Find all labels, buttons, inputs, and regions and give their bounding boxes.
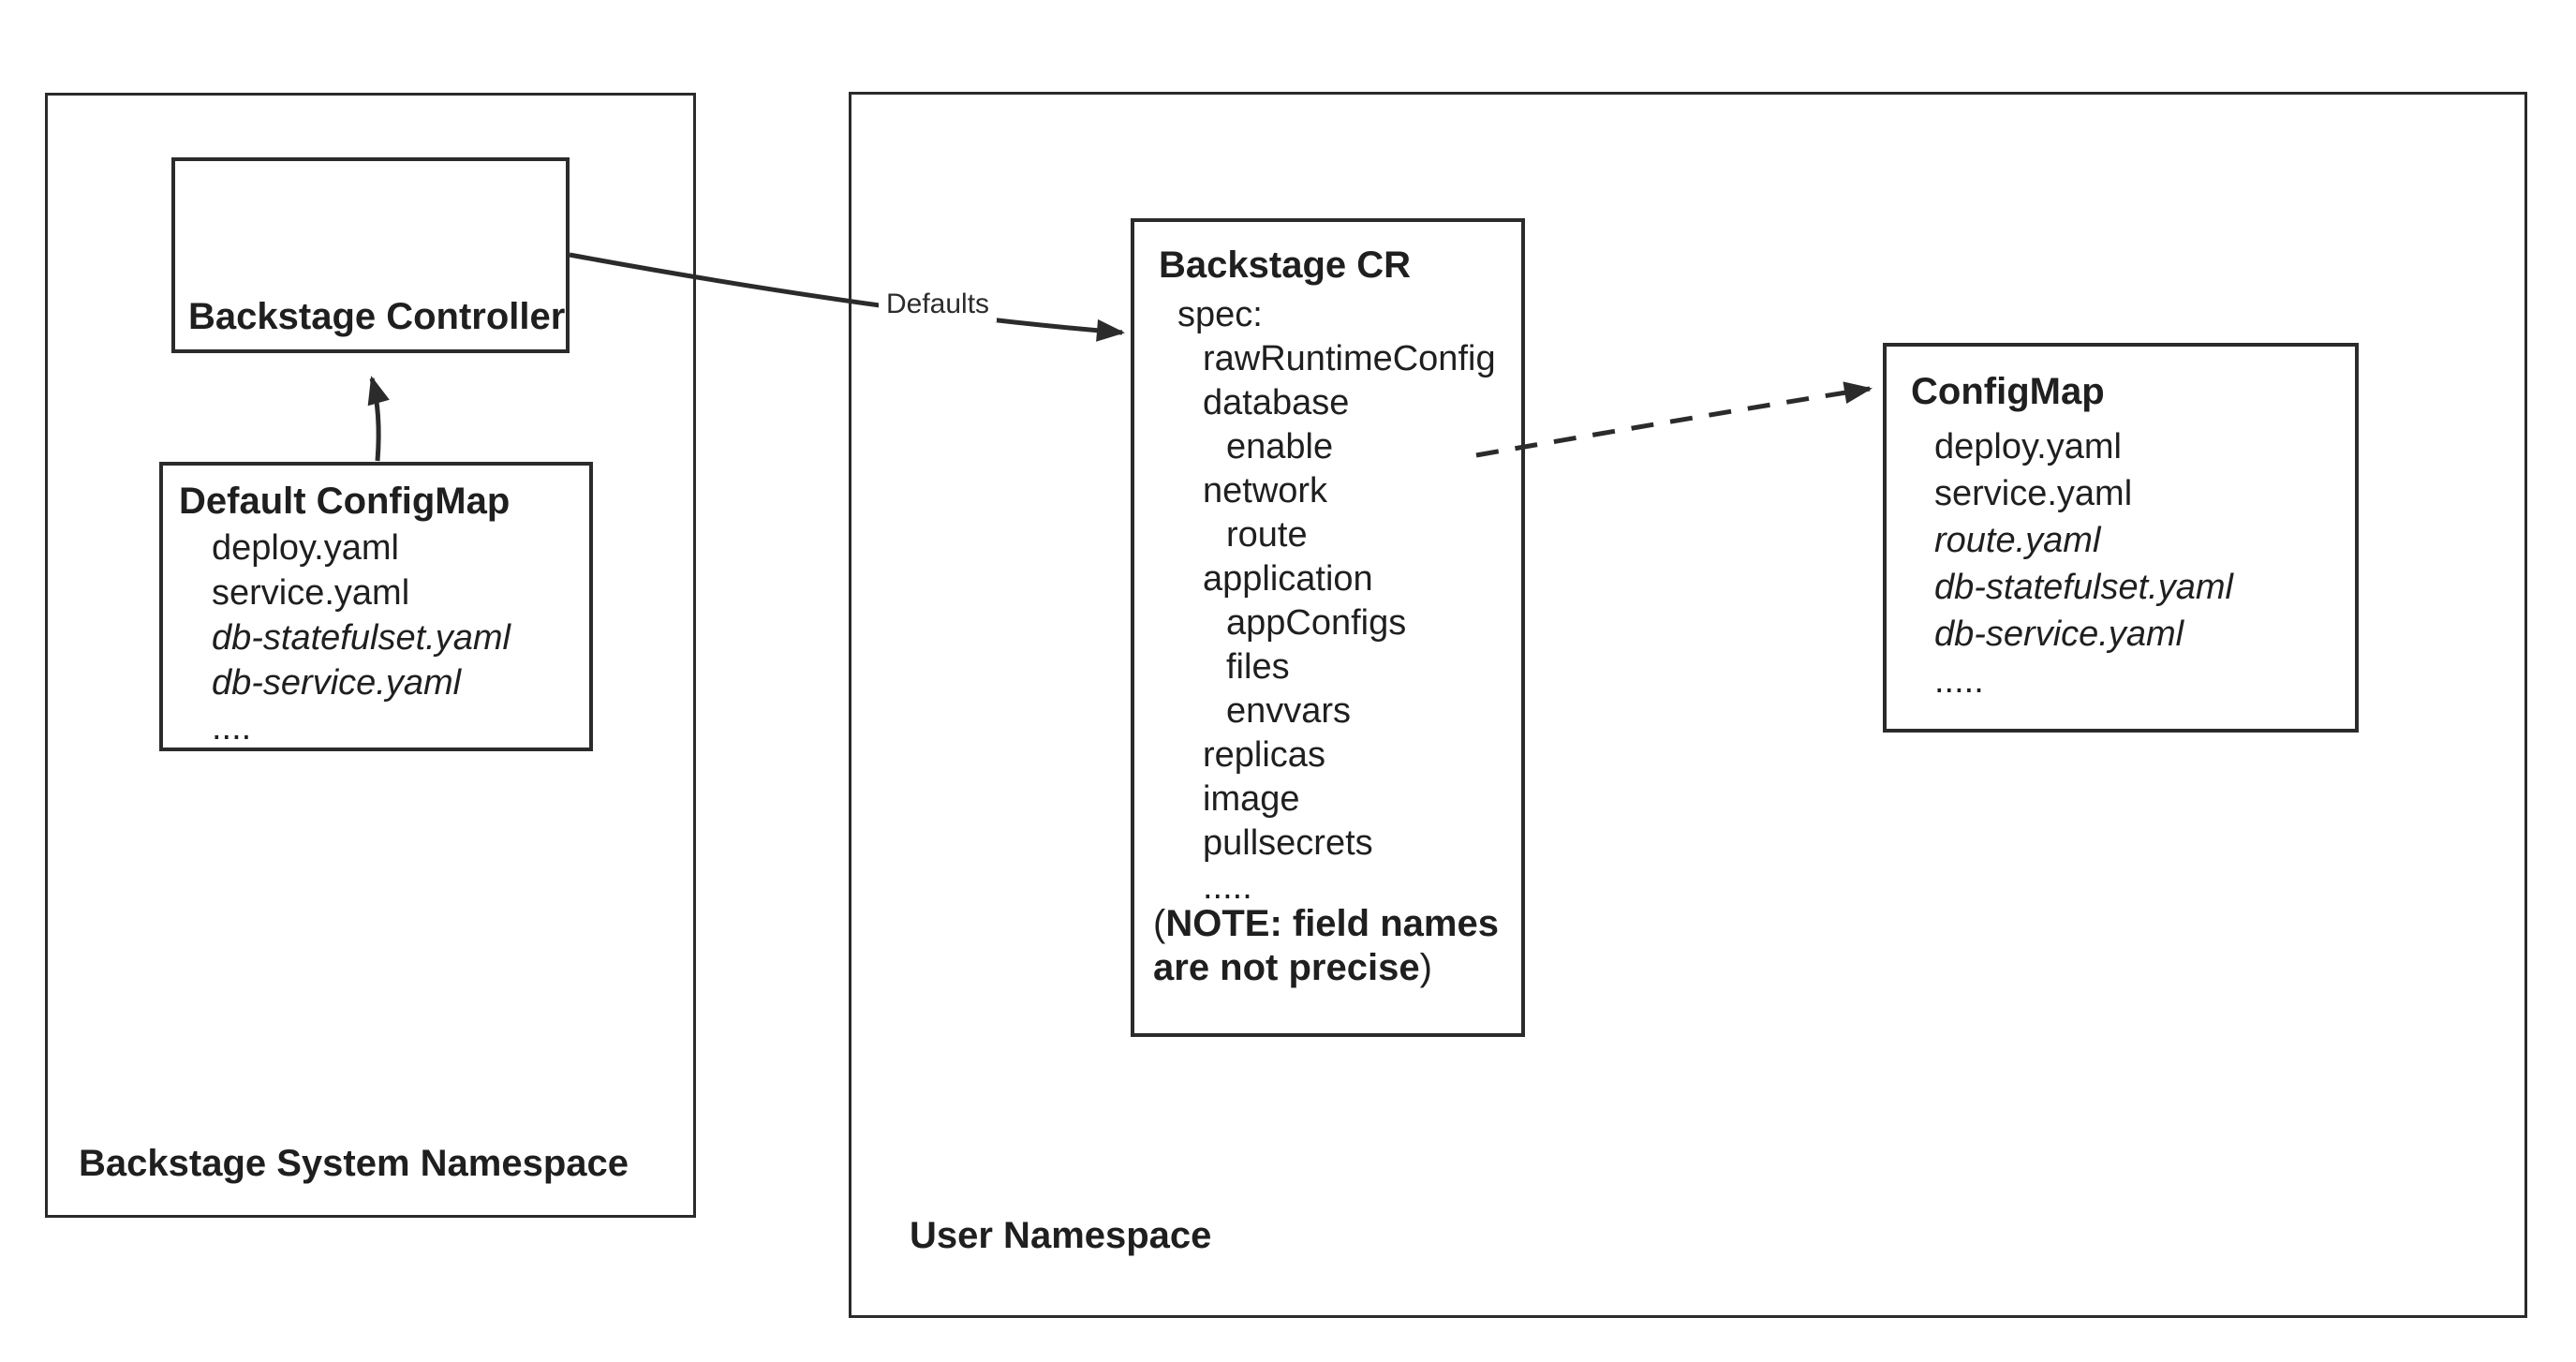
list-item: envvars — [1226, 691, 1352, 731]
user-namespace-label: User Namespace — [910, 1215, 1212, 1256]
list-item: service.yaml — [212, 573, 410, 613]
list-item: route — [1226, 515, 1308, 555]
backstage-controller-box: Backstage Controller — [171, 157, 570, 353]
list-item: database — [1203, 383, 1350, 422]
list-item: db-service.yaml — [212, 663, 462, 703]
list-item: deploy.yaml — [1934, 427, 2122, 466]
list-item: service.yaml — [1934, 474, 2133, 513]
backstage-cr-spec-list: spec: rawRuntimeConfig database enable netwo… — [1159, 293, 1496, 910]
list-item: application — [1203, 559, 1373, 599]
list-item: replicas — [1203, 735, 1325, 775]
list-item: ..... — [1203, 867, 1252, 907]
list-item: route.yaml — [1934, 521, 2101, 560]
list-item: deploy.yaml — [212, 528, 399, 568]
list-item: db-statefulset.yaml — [212, 618, 511, 658]
note-open-paren: ( — [1153, 903, 1166, 944]
note-close-paren: ) — [1419, 947, 1432, 988]
list-item: rawRuntimeConfig — [1203, 339, 1496, 378]
default-configmap-title: Default ConfigMap — [179, 481, 511, 522]
user-configmap-list: deploy.yaml service.yaml route.yaml db-stat… — [1934, 423, 2233, 704]
note-line-2: are not precise) — [1153, 946, 1499, 990]
note-line-1: (NOTE: field names — [1153, 902, 1499, 946]
defaults-arrow-label: Defaults — [879, 287, 998, 322]
list-item: spec: — [1177, 295, 1263, 334]
user-configmap-title: ConfigMap — [1911, 371, 2105, 412]
default-configmap-list: deploy.yaml service.yaml db-statefulset.ya… — [212, 526, 511, 750]
system-namespace-label: Backstage System Namespace — [79, 1143, 629, 1184]
default-configmap-box: Default ConfigMap deploy.yaml service.yam… — [159, 462, 593, 751]
user-configmap-box: ConfigMap deploy.yaml service.yaml route.y… — [1883, 343, 2359, 733]
list-item: pullsecrets — [1203, 823, 1373, 863]
list-item: db-statefulset.yaml — [1934, 568, 2233, 607]
list-item: image — [1203, 779, 1300, 819]
list-item: .... — [212, 708, 252, 748]
list-item: ..... — [1934, 661, 1984, 701]
list-item: files — [1226, 647, 1290, 687]
list-item: appConfigs — [1226, 603, 1407, 643]
backstage-cr-title: Backstage CR — [1159, 244, 1412, 286]
list-item: enable — [1226, 427, 1334, 466]
backstage-cr-box: Backstage CR spec: rawRuntimeConfig databa… — [1131, 218, 1525, 1037]
backstage-controller-label: Backstage Controller — [188, 296, 566, 337]
list-item: network — [1203, 471, 1328, 511]
note-bold-text-1: NOTE: field names — [1165, 903, 1499, 944]
backstage-cr-note: (NOTE: field names are not precise) — [1153, 902, 1499, 990]
note-bold-text-2: are not precise — [1153, 947, 1420, 988]
list-item: db-service.yaml — [1934, 614, 2184, 654]
